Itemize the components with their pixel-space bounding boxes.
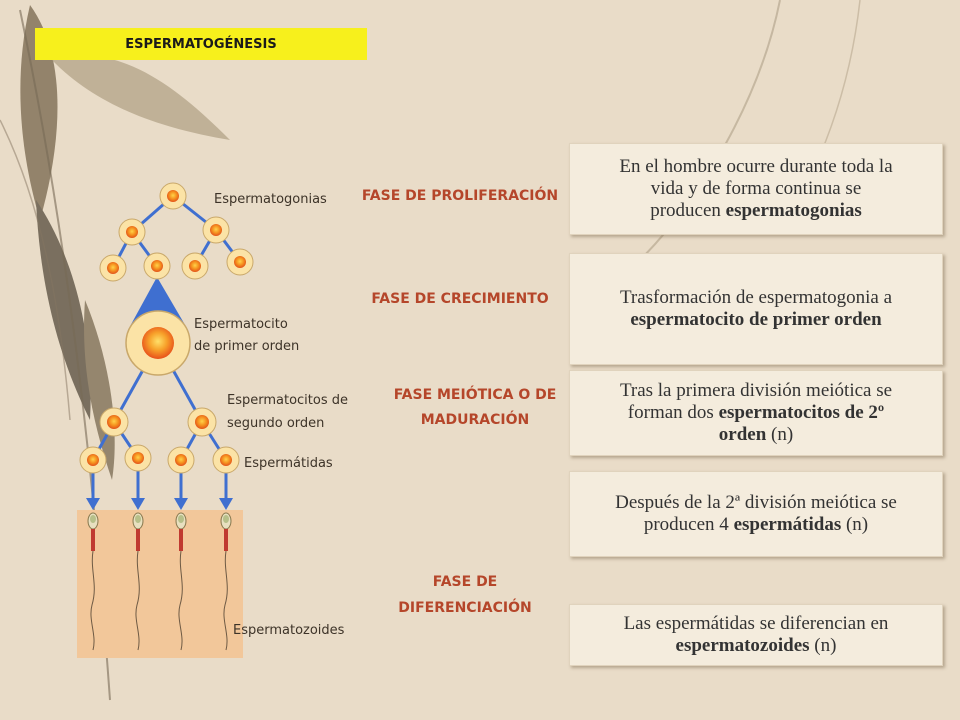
phase-meiotica-line1: FASE MEIÓTICA O DE [393,387,557,403]
phase-meiotica-line2: MADURACIÓN [420,412,530,428]
cell [118,218,146,246]
box-proliferacion: En el hombre ocurre durante toda la vida… [569,143,943,235]
label-espermatidas: Espermátidas [244,456,333,471]
box-text: Trasformación de espermatogonia a [619,287,893,308]
box-text: Después de la 2ª división meiótica se [615,492,897,513]
spermatogonia-cells [99,182,254,282]
differentiation-arrows [86,470,233,510]
phase-diferenciacion-line2: DIFERENCIACIÓN [398,600,532,616]
cell [124,444,152,472]
spermatozoon [175,512,187,651]
box-text: En el hombre ocurre durante toda la [619,156,893,177]
box-meiotica: Tras la primera división meiótica se for… [569,370,943,456]
label-espermatozoides: Espermatozoides [233,623,345,638]
spermatozoa-panel [77,510,243,658]
box-text-bold: orden [718,424,767,445]
box-text-bold: espermatogonias [725,200,862,221]
cell [181,252,209,280]
cell [99,407,129,437]
cell [143,252,171,280]
box-text-bold: espermátidas [733,514,842,535]
cell [226,248,254,276]
box-text: producen [650,200,726,221]
spermatid-cells [79,444,240,474]
phase-crecimiento: FASE DE CRECIMIENTO [371,291,549,307]
cell [79,446,107,474]
cell [159,182,187,210]
box-text: (n) [809,635,837,656]
box-text: vida y de forma continua se [650,178,862,199]
spermatozoon [87,512,99,651]
label-espermatocito: Espermatocito [194,317,288,332]
box-text-bold: espermatocito de primer orden [630,309,882,330]
spermatozoa [87,512,232,651]
secondary-spermatocyte-cells [99,407,217,437]
box-text: (n) [766,424,794,445]
box-text: Tras la primera división meiótica se [619,380,893,401]
page-title: ESPERMATOGÉNESIS [35,28,367,60]
box-text: Las espermátidas se diferencian en [623,613,889,634]
label-primer-orden: de primer orden [194,339,300,354]
box-text: forman dos [627,402,719,423]
box-text: (n) [841,514,869,535]
box-text-bold: espermatocitos de 2º [718,402,885,423]
cell [212,446,240,474]
spermatozoon [132,512,144,651]
label-espermatogonias: Espermatogonias [214,192,327,207]
box-crecimiento: Trasformación de espermatogonia a esperm… [569,253,943,365]
box-text: producen 4 [643,514,734,535]
primary-spermatocyte-cell [125,310,191,376]
cell [99,254,127,282]
box-text-bold: espermatozoides [675,635,810,656]
cell [167,446,195,474]
label-espermatocitos-de: Espermatocitos de [227,393,348,408]
cell [202,216,230,244]
spermatozoon [220,512,232,651]
box-segunda-division: Después de la 2ª división meiótica se pr… [569,471,943,557]
box-diferenciacion: Las espermátidas se diferencian en esper… [569,604,943,666]
phase-proliferacion: FASE DE PROLIFERACIÓN [361,188,559,204]
phase-diferenciacion-line1: FASE DE [432,574,498,590]
cell [187,407,217,437]
label-segundo-orden: segundo orden [227,416,325,431]
